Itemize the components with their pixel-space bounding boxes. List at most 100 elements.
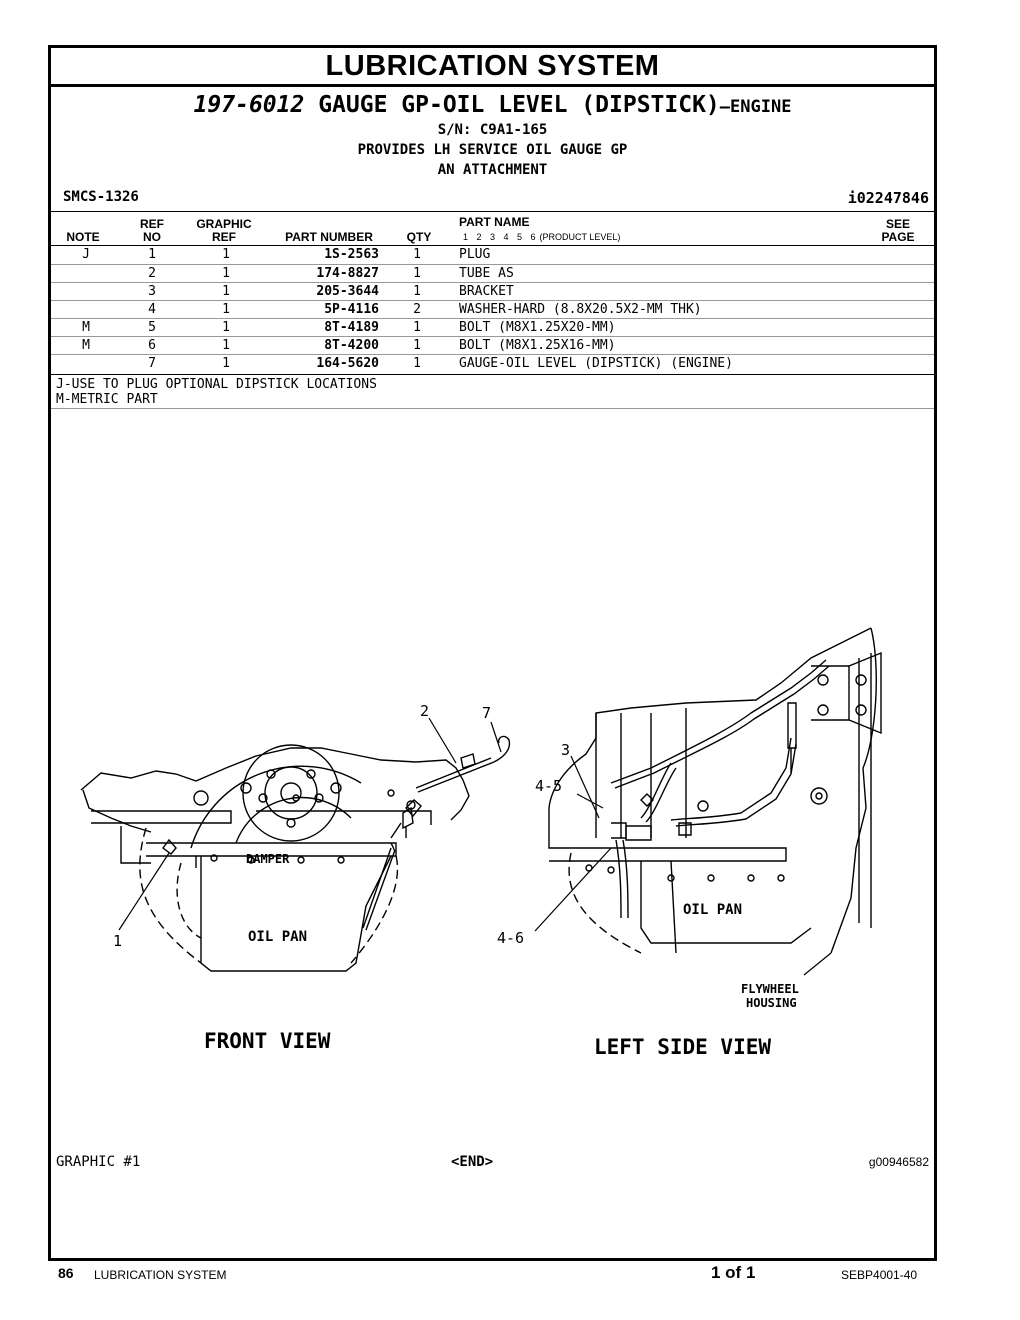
table-row: 2 1 174-8827 1 TUBE AS [51,265,934,283]
end-marker: <END> [451,1154,494,1170]
cell-graphic-ref: 1 [222,302,230,317]
illustration-id: i02247846 [847,189,929,207]
table-row: M 5 1 8T-4189 1 BOLT (M8X1.25X20-MM) [51,319,934,337]
label-damper: DAMPER [246,852,290,866]
row-divider [51,354,934,355]
col-header-graphic-bottom: REF [212,230,236,244]
group-description-2: AN ATTACHMENT [437,162,548,178]
cell-qty: 1 [413,338,421,353]
label-oil-pan-front: OIL PAN [248,929,307,945]
notes-rule [51,408,934,409]
col-header-see-top: SEE [885,217,910,231]
product-level-label: (PRODUCT LEVEL) [539,232,621,242]
col-header-graphic-ref: GRAPHIC REF [189,218,259,244]
smcs-code: SMCS-1326 [63,189,139,205]
cell-ref: 6 [148,338,156,353]
col-header-ref-bottom: NO [143,230,161,244]
row-divider [51,336,934,337]
notes-block: J-USE TO PLUG OPTIONAL DIPSTICK LOCATION… [56,377,377,407]
cell-note: M [82,320,90,335]
cell-part-number: 8T-4200 [324,338,379,353]
footer-section: LUBRICATION SYSTEM [94,1268,227,1282]
product-level-numbers: 1 2 3 4 5 6 [463,232,536,242]
cell-qty: 1 [413,320,421,335]
cell-part-number: 164-5620 [316,356,379,371]
row-divider [51,300,934,301]
cell-part-name: TUBE AS [459,266,514,281]
exploded-view-diagram: DAMPER OIL PAN OIL PAN FLYWHEEL HOUSING … [80,627,882,1059]
cell-part-number: 174-8827 [316,266,379,281]
cell-ref: 3 [148,284,156,299]
callout-2: 2 [420,702,429,720]
page-frame: LUBRICATION SYSTEM 197-6012 GAUGE GP-OIL… [48,45,937,1261]
table-top-rule [51,211,934,212]
cell-part-name: GAUGE-OIL LEVEL (DIPSTICK) (ENGINE) [459,356,733,371]
col-header-part-number: PART NUMBER [285,230,373,244]
cell-part-number: 8T-4189 [324,320,379,335]
page-number: 86 [58,1265,74,1281]
cell-graphic-ref: 1 [222,338,230,353]
group-suffix: —ENGINE [719,97,792,117]
table-bottom-rule [51,374,934,375]
label-oil-pan-side: OIL PAN [683,902,742,918]
row-divider [51,264,934,265]
document-number: SEBP4001-40 [841,1268,918,1282]
cell-graphic-ref: 1 [222,356,230,371]
table-row: 3 1 205-3644 1 BRACKET [51,283,934,301]
cell-note: J [82,247,90,262]
cell-part-name: PLUG [459,247,491,262]
cell-graphic-ref: 1 [222,284,230,299]
cell-ref: 2 [148,266,156,281]
row-divider [51,282,934,283]
cell-part-name: BOLT (M8X1.25X16-MM) [459,338,616,353]
label-left-side-view: LEFT SIDE VIEW [594,1035,771,1059]
cell-graphic-ref: 1 [222,320,230,335]
page-title: LUBRICATION SYSTEM [51,48,934,87]
note-j: J-USE TO PLUG OPTIONAL DIPSTICK LOCATION… [56,377,377,392]
col-header-qty: QTY [406,230,432,244]
callout-3: 3 [561,741,570,759]
group-heading: 197-6012 GAUGE GP-OIL LEVEL (DIPSTICK)—E… [51,92,934,118]
page-of-count: 1 of 1 [711,1263,756,1282]
cell-qty: 1 [413,247,421,262]
group-number: 197-6012 [193,92,305,118]
cell-qty: 1 [413,266,421,281]
table-row: 4 1 5P-4116 2 WASHER-HARD (8.8X20.5X2-MM… [51,301,934,319]
col-header-ref-top: REF [140,217,164,231]
table-row: J 1 1 1S-2563 1 PLUG [51,246,934,264]
cell-part-number: 1S-2563 [324,247,379,262]
row-divider [51,318,934,319]
col-header-ref-no: REF NO [131,218,173,244]
cell-note: M [82,338,90,353]
label-housing: HOUSING [746,996,797,1010]
cell-ref: 4 [148,302,156,317]
col-header-see-page: SEE PAGE [871,218,925,244]
callout-7: 7 [482,704,491,722]
product-levels: 1 2 3 4 5 6(PRODUCT LEVEL) [463,232,620,242]
col-header-see-bottom: PAGE [881,230,915,244]
table-header-rule [51,245,934,246]
front-view-drawing [80,717,511,972]
col-header-part-name: PART NAME [459,215,530,229]
table-row: 7 1 164-5620 1 GAUGE-OIL LEVEL (DIPSTICK… [51,355,934,373]
cell-qty: 2 [413,302,421,317]
cell-part-number: 5P-4116 [324,302,379,317]
left-side-view-drawing [534,627,882,976]
cell-part-name: BOLT (M8X1.25X20-MM) [459,320,616,335]
callout-4-6: 4-6 [497,929,524,947]
col-header-note: NOTE [66,230,100,244]
cell-part-name: BRACKET [459,284,514,299]
group-description-1: PROVIDES LH SERVICE OIL GAUGE GP [357,142,628,158]
graphic-label: GRAPHIC #1 [56,1154,141,1170]
callout-1: 1 [113,932,122,950]
cell-part-number: 205-3644 [316,284,379,299]
cell-ref: 5 [148,320,156,335]
cell-ref: 1 [148,247,156,262]
group-name: GAUGE GP-OIL LEVEL (DIPSTICK) [318,92,720,118]
col-header-graphic-top: GRAPHIC [196,217,252,231]
cell-ref: 7 [148,356,156,371]
note-m: M-METRIC PART [56,392,158,407]
table-row: M 6 1 8T-4200 1 BOLT (M8X1.25X16-MM) [51,337,934,355]
cell-qty: 1 [413,284,421,299]
serial-number: S/N: C9A1-165 [437,122,548,138]
